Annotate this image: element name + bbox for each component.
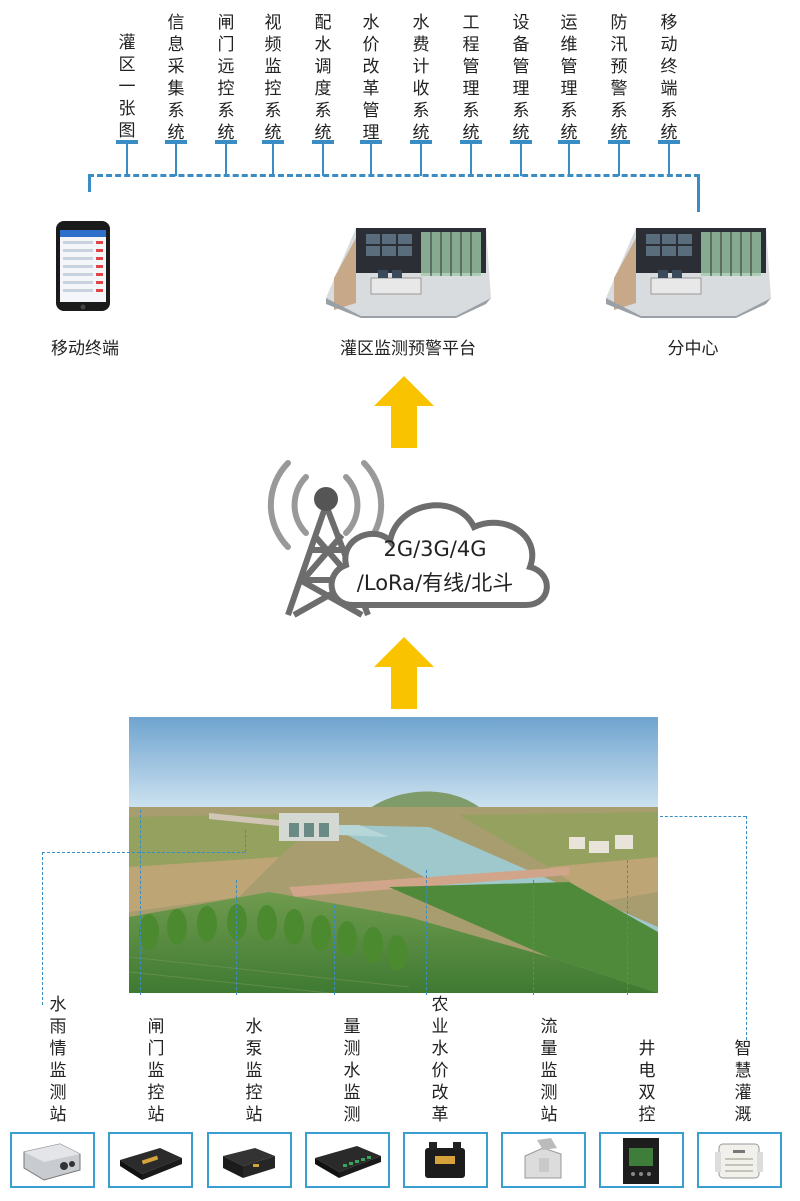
bus-drop-left [88,174,91,192]
top-system-label: 灌区一张图 [118,33,136,141]
system-connector-stem [470,144,472,176]
dashed-connector [245,830,246,852]
device-box-water-price [403,1132,488,1188]
system-connector-stem [370,144,372,176]
station-label: 流量监测站 [540,1017,558,1125]
top-system-label: 水价改革管理 [362,13,380,143]
device-box-pump-monitor [207,1132,292,1188]
dashed-connector [533,880,534,995]
system-connector-bar [262,140,284,144]
device-box-rain-station [10,1132,95,1188]
dashed-connector [42,852,43,1005]
top-system-label: 设备管理系统 [512,13,530,143]
sub-center-label: 分中心 [667,339,719,359]
system-connector-bar [510,140,532,144]
top-system-label: 防汛预警系统 [610,13,628,143]
dashed-connector [627,860,628,995]
cloud-icon [328,502,550,608]
system-connector-stem [568,144,570,176]
control-room-image [326,228,491,318]
mobile-terminal [55,220,111,312]
platform-label: 灌区监测预警平台 [340,339,476,359]
top-system-label: 移动终端系统 [660,13,678,143]
device-box-smart-irrigation [697,1132,782,1188]
top-system-label: 闸门远控系统 [217,13,235,143]
network-tower-cloud [258,455,558,620]
landscape-image [129,717,658,993]
system-connector-stem [668,144,670,176]
control-room-image [606,228,771,318]
system-connector-stem [420,144,422,176]
monitoring-platform-room [326,218,491,318]
bus-drop-right [697,174,700,212]
top-system-label: 运维管理系统 [560,13,578,143]
arrow-up-icon [374,376,434,448]
arrow-up-icon [374,637,434,709]
system-connector-stem [322,144,324,176]
system-connector-bar [608,140,630,144]
sub-center-room [606,218,771,318]
top-system-label: 信息采集系统 [167,13,185,143]
dashed-connector [236,880,237,995]
dashed-connector [42,852,245,853]
dashed-connector [426,870,427,995]
system-connector-bar [116,140,138,144]
system-connector-bar [360,140,382,144]
system-connector-stem [618,144,620,176]
station-label: 水泵监控站 [245,1017,263,1125]
network-line-2: /LoRa/有线/北斗 [356,571,514,595]
system-connector-stem [126,144,128,176]
phone-icon [56,221,110,311]
dashed-connector [334,905,335,995]
top-system-label: 水费计收系统 [412,13,430,143]
station-label: 农业水价改革 [431,995,449,1125]
system-connector-bar [558,140,580,144]
system-connector-stem [225,144,227,176]
device-box-gate-monitor [108,1132,193,1188]
device-box-well-power [599,1132,684,1188]
top-system-label: 视频监控系统 [264,13,282,143]
system-connector-bar [165,140,187,144]
top-system-label: 配水调度系统 [314,13,332,143]
system-connector-bar [658,140,680,144]
system-connector-bar [312,140,334,144]
station-label: 水雨情监测站 [49,995,67,1125]
station-label: 井电双控 [638,1039,656,1125]
system-connector-stem [175,144,177,176]
device-box-flow-station [501,1132,586,1188]
dashed-connector [660,816,746,817]
network-line-1: 2G/3G/4G [383,537,487,561]
station-label: 闸门监控站 [147,1017,165,1125]
system-connector-bar [410,140,432,144]
dashed-connector [746,816,747,1040]
top-bus-line [88,174,700,177]
station-label: 量测水监测 [343,1017,361,1125]
system-connector-stem [520,144,522,176]
mobile-label: 移动终端 [51,339,119,359]
system-connector-bar [215,140,237,144]
irrigation-district-scene [129,717,658,993]
dashed-connector [140,810,141,995]
top-system-label: 工程管理系统 [462,13,480,143]
station-label: 智慧灌溉 [734,1039,752,1125]
system-connector-stem [272,144,274,176]
system-connector-bar [460,140,482,144]
device-box-water-measurement [305,1132,390,1188]
